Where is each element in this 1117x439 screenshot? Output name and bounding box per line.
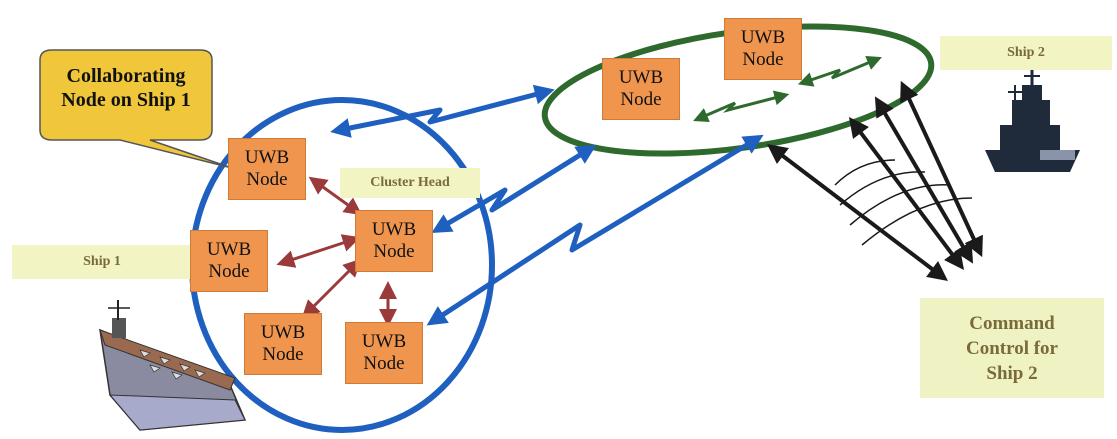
link-n1-clusterhead xyxy=(308,176,363,216)
uwb-node: UWB Node xyxy=(724,18,802,80)
callout-text: Collaborating Node on Ship 1 xyxy=(61,65,191,111)
command-link-4 xyxy=(900,80,983,258)
link-ship2-internal-2 xyxy=(797,55,882,87)
command-control-label: Command Control for Ship 2 xyxy=(920,298,1104,398)
ship1-label: Ship 1 xyxy=(12,245,192,279)
warship-icon xyxy=(985,68,1080,172)
aircraft-carrier-icon xyxy=(99,300,247,431)
uwb-node: UWB Node xyxy=(345,322,423,384)
uwb-node: UWB Node xyxy=(190,230,268,292)
uwb-node-cluster-head: UWB Node xyxy=(355,210,433,272)
link-node-to-cluster2-bottom xyxy=(426,134,764,326)
link-n3-clusterhead xyxy=(276,234,361,268)
command-link-2 xyxy=(848,117,965,270)
uwb-node: UWB Node xyxy=(602,58,680,120)
ship2-label: Ship 2 xyxy=(940,36,1112,70)
signal-waves xyxy=(834,159,973,246)
uwb-node: UWB Node xyxy=(228,138,306,200)
callout-bubble xyxy=(39,49,233,169)
uwb-node: UWB Node xyxy=(244,313,322,375)
link-n5-clusterhead xyxy=(301,258,362,319)
link-ship2-internal-1 xyxy=(693,90,790,122)
cluster-head-label: Cluster Head xyxy=(340,168,480,198)
link-cluster1-to-cluster2-top xyxy=(330,84,555,138)
